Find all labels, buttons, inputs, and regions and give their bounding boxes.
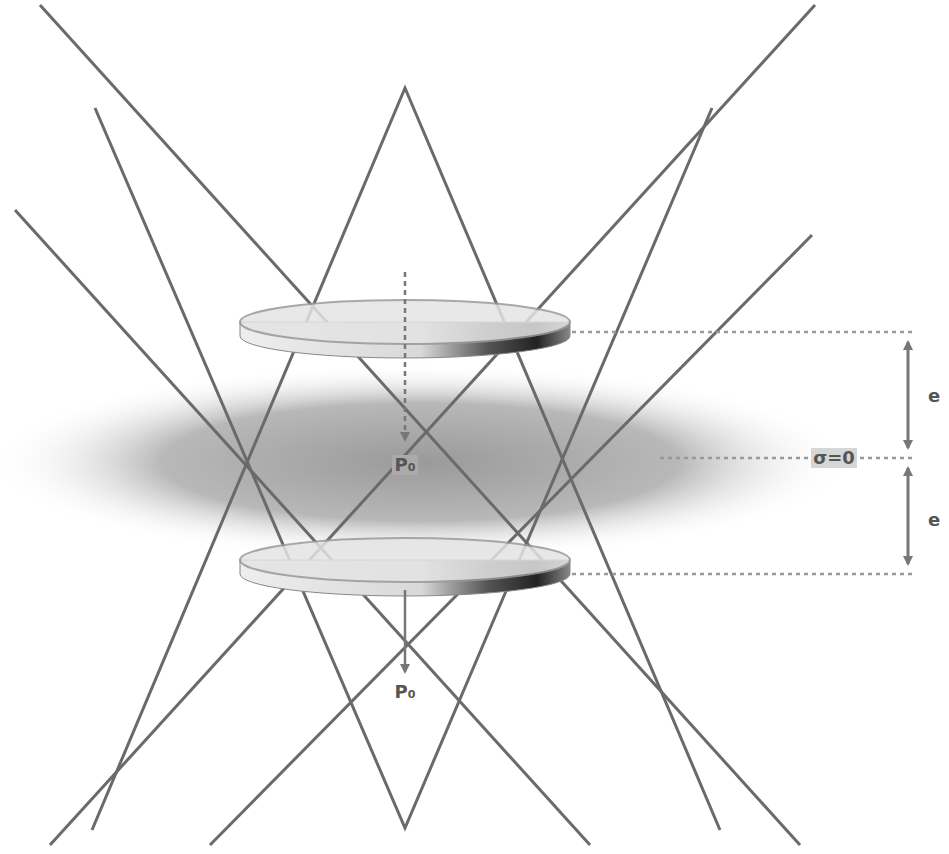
force-label: P₀ bbox=[392, 455, 417, 475]
strut-lines bbox=[15, 5, 815, 845]
dimension-guides bbox=[572, 332, 912, 574]
eccentricity-label: e bbox=[926, 510, 942, 530]
neutral-axis-label: σ=0 bbox=[811, 448, 857, 468]
dimension-arrows bbox=[907, 342, 910, 564]
eccentricity-label: e bbox=[926, 386, 942, 406]
stress-zone bbox=[0, 364, 850, 560]
force-label: P₀ bbox=[392, 682, 417, 702]
